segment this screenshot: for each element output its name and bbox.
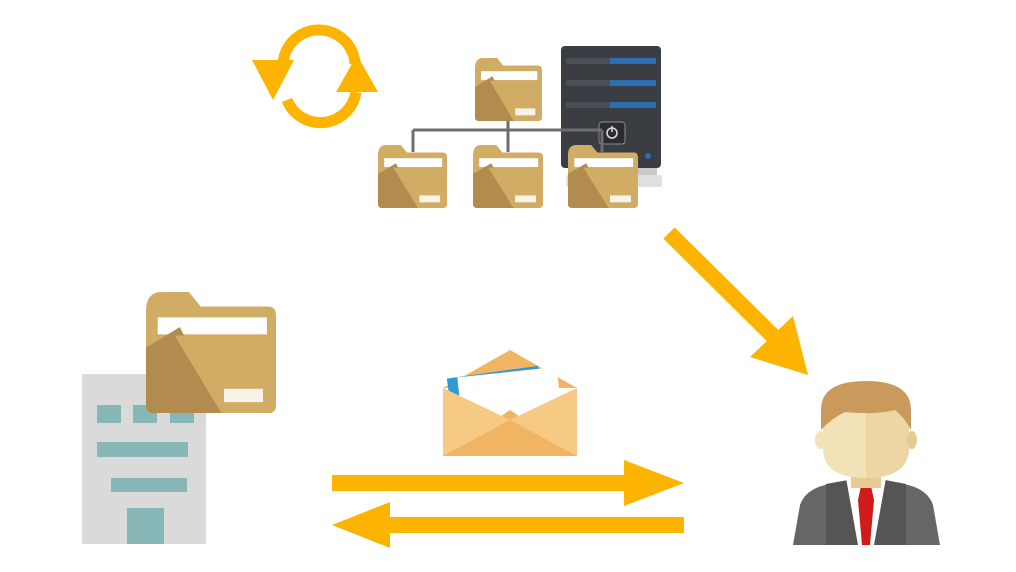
- folder-icon: [568, 145, 638, 208]
- folder-icon: [473, 145, 543, 208]
- diagonal-arrow-to-user: [663, 227, 808, 375]
- folder-icon: [475, 58, 542, 121]
- folder-icon: [378, 145, 447, 208]
- right-arrow: [332, 460, 684, 506]
- left-arrow: [332, 502, 684, 548]
- folder-icon: [146, 292, 276, 413]
- sync-icon: [252, 24, 378, 129]
- envelope-icon: [443, 350, 577, 456]
- folder-connector-lines: [411, 120, 604, 152]
- businessman-icon: [793, 381, 940, 545]
